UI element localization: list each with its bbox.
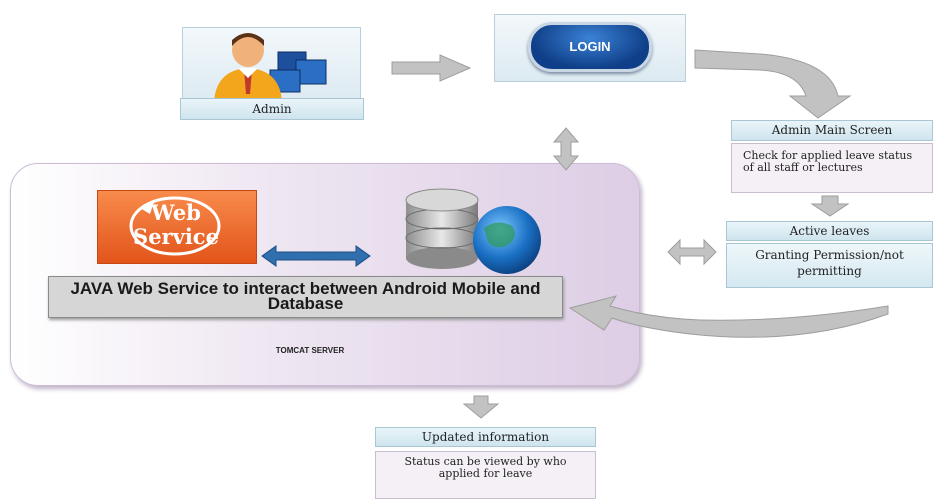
admin-main-body: Check for applied leave status of all st… xyxy=(731,143,933,193)
active-leaves-body: Granting Permission/not permitting xyxy=(726,243,933,288)
double-arrow-blue xyxy=(261,245,371,267)
web-service-text-2: Service xyxy=(133,224,219,249)
updated-body: Status can be viewed by who applied for … xyxy=(375,451,596,499)
right-arrow xyxy=(391,54,472,82)
login-button[interactable]: LOGIN xyxy=(528,22,652,72)
double-arrow-horizontal xyxy=(667,238,717,266)
web-service-logo xyxy=(97,190,257,264)
curved-arrow-down xyxy=(694,49,852,119)
updated-title: Updated information xyxy=(375,427,596,447)
database-icon xyxy=(405,188,541,274)
web-service-text-1: Web xyxy=(151,200,201,225)
down-arrow-bottom xyxy=(462,395,500,419)
curved-arrow-return xyxy=(568,295,889,338)
java-caption-text: JAVA Web Service to interact between And… xyxy=(70,279,541,313)
double-arrow-vertical xyxy=(552,127,580,171)
tomcat-server-label: TOMCAT SERVER xyxy=(275,346,345,355)
admin-user-icon xyxy=(214,33,327,102)
admin-label: Admin xyxy=(180,98,364,120)
active-leaves-title: Active leaves xyxy=(726,221,933,241)
down-arrow-small xyxy=(810,195,850,217)
admin-main-title: Admin Main Screen xyxy=(731,120,933,141)
java-caption: JAVA Web Service to interact between And… xyxy=(48,276,563,318)
login-label: LOGIN xyxy=(569,39,611,54)
web-service-icon xyxy=(129,196,221,256)
